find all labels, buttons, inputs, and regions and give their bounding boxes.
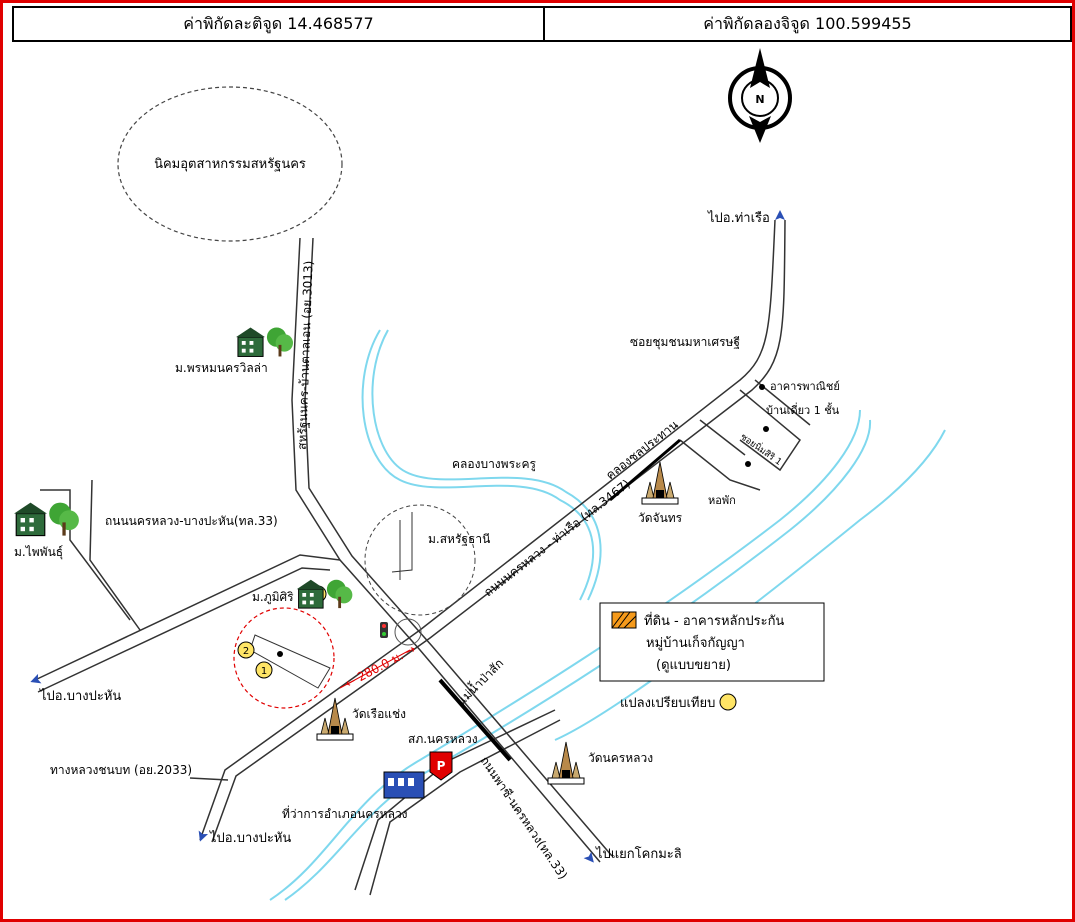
legend-line3: (ดูแบบขยาย): [656, 658, 731, 673]
village-icon: [236, 326, 294, 357]
police-icon: P: [429, 751, 453, 781]
direction-bangpahan-2: ไปอ.บางปะหัน: [209, 830, 291, 846]
arrow-icon: [775, 210, 785, 220]
latitude-label: ค่าพิกัดละติจูด 14.468577: [183, 13, 374, 33]
industrial-estate-label: นิคมอุตสาหกรรมสหรัฐนคร: [154, 157, 306, 172]
legend: ที่ดิน - อาคารหลักประกัน หมู่บ้านเก็จกัญ…: [599, 602, 825, 682]
phaiphan-label: ม.ไพพันธุ์: [14, 545, 63, 560]
road-label-saharat: สหรัฐนนคร-บ้านตาลเอน (อย.3013): [295, 260, 316, 450]
intersection-circle: [394, 618, 422, 646]
svg-text:P: P: [437, 759, 446, 773]
latitude-box: ค่าพิกัดละติจูด 14.468577: [12, 6, 545, 42]
marker-2[interactable]: 2: [237, 641, 255, 659]
comparison-swatch: [719, 693, 737, 711]
soi-label: ซอยนิ่มสิริ 1: [738, 430, 785, 468]
district-office-label: ที่ว่าการอำเภอนครหลวง: [282, 805, 408, 821]
distance-label: ← 280.0 ม. →: [343, 642, 418, 691]
arrow-icon: [28, 673, 42, 687]
wat-chan-label: วัดจันทร: [638, 511, 683, 525]
police-station-label: สภ.นครหลวง: [408, 732, 478, 746]
commercial-label: อาคารพาณิชย์: [770, 380, 840, 393]
lane-label: ซอยชุมชนมหาเศรษฐี: [630, 335, 740, 350]
distance-line: [339, 649, 411, 689]
waterways: [269, 329, 946, 901]
marker-1[interactable]: 1: [255, 661, 273, 679]
direction-kokmali: ไปแยกโคกมะลิ: [595, 846, 682, 862]
legend-comparison-label: แปลงเปรียบเทียบ: [620, 695, 715, 711]
dormitory-label: หอพัก: [708, 494, 736, 507]
subject-area: [233, 607, 335, 709]
traffic-light-icon: [380, 622, 388, 638]
legend-line1: ที่ดิน - อาคารหลักประกัน: [644, 612, 784, 629]
prommanakorn-label: ม.พรหมนครวิลล่า: [175, 361, 268, 375]
phumisiri-label: ม.ภูมิศิริ: [252, 590, 294, 605]
north-letter: N: [755, 93, 764, 106]
road-label-tharuea: ถนนนครหลวง - ท่าเรือ (ทล.3467): [481, 477, 633, 600]
village-icon: [14, 502, 80, 537]
subject-plot: [249, 634, 331, 689]
temple-icon: [316, 697, 354, 741]
direction-tharuea: ไปอ.ท่าเรือ: [707, 210, 770, 226]
svg-text:2: 2: [243, 646, 249, 657]
direction-bangpahan-1: ไปอ.บางปะหัน: [39, 688, 121, 704]
klong-label: คลองบางพระครู: [452, 457, 536, 472]
temple-icon: [547, 741, 585, 785]
district-office-icon: [383, 771, 425, 799]
saharat-thani-area: [364, 504, 476, 616]
road-label-rural: ทางหลวงชนบท (อย.2033): [50, 763, 192, 777]
industrial-estate-area: [117, 86, 343, 242]
road-label-bangpahan: ถนนนครหลวง-บางปะหัน(ทล.33): [105, 514, 278, 528]
arrow-icon: [195, 830, 209, 844]
legend-line2: หมู่บ้านเก็จกัญญา: [646, 633, 745, 651]
compass-icon: N: [728, 48, 792, 143]
road-highlight: [438, 678, 512, 762]
road-highlight-2: [609, 438, 681, 502]
road-network: [34, 219, 811, 896]
wat-nakhon-luang-label: วัดนครหลวง: [588, 751, 653, 765]
river-label: แม่น้ำป่าสัก: [453, 655, 506, 708]
longitude-box: ค่าพิกัดลองจิจูด 100.599455: [543, 6, 1072, 42]
saharat-thani-label: ม.สหรัฐธานี: [428, 532, 490, 546]
longitude-label: ค่าพิกัดลองจิจูด 100.599455: [703, 13, 912, 33]
svg-text:1: 1: [261, 666, 267, 677]
house-label: บ้านเดี่ยว 1 ชั้น: [766, 402, 840, 417]
wat-ruea-chaeng-label: วัดเรือแช่ง: [352, 707, 406, 721]
